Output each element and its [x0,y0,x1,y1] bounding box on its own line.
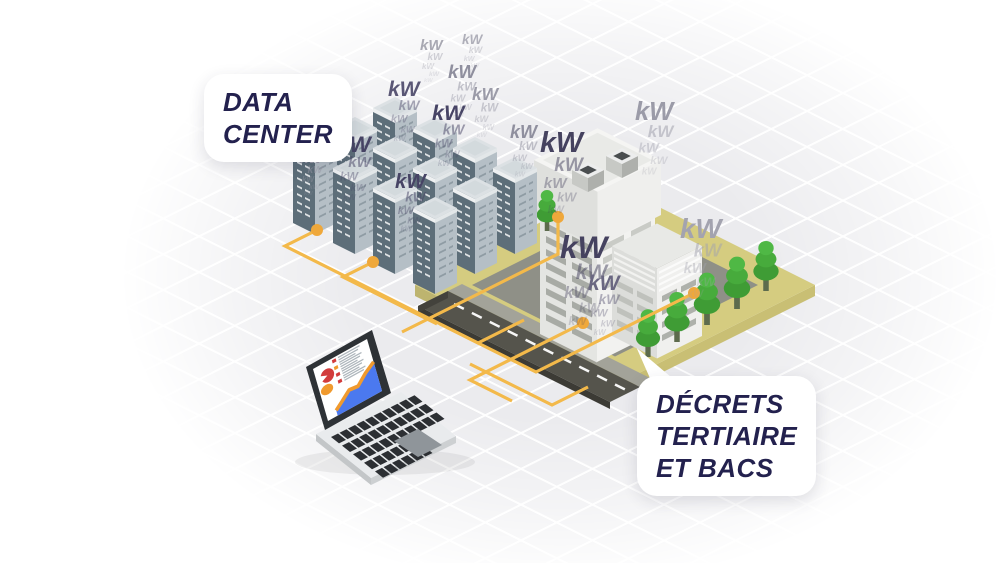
road-center-line [453,302,627,392]
laptop-key [342,442,357,452]
laptop-key [392,459,407,470]
kw-cascade [472,84,500,140]
connector-line [401,217,560,334]
laptop-key [353,450,368,461]
connector-line [466,321,584,403]
laptop-key [376,425,391,435]
laptop-key [372,455,388,465]
kw-cascade [420,37,445,84]
laptop-key [364,459,379,470]
laptop-key [384,420,400,431]
connector-line [339,260,438,326]
laptop-key [393,416,408,427]
connector-line [469,362,589,407]
data-center-label-line: CENTER [223,119,333,149]
decrets-label-line: TERTIAIRE [656,421,798,451]
laptop-key [421,416,436,427]
laptop-key [370,442,385,453]
laptop-key [339,429,355,440]
laptop-key [410,408,425,418]
laptop-key [356,420,372,431]
laptop-trackpad [394,429,442,457]
connector-line [439,291,695,374]
laptop-key [361,446,377,457]
server-rack [453,177,497,274]
area-chart [336,361,383,416]
laptop-key [401,412,417,423]
data-center-label-line: DATA [223,87,294,117]
laptop-key [381,450,396,461]
decrets-label-line: ET BACS [656,453,774,483]
annex-roof [612,223,702,269]
server-rack [413,197,457,294]
laptop [295,330,475,485]
laptop-key [390,403,406,414]
laptop-key [367,429,383,440]
laptop-key [389,446,405,457]
data-center-label-bubble: DATA CENTER [204,74,352,162]
laptop-key [412,420,428,431]
laptop-screen-content [313,338,383,421]
laptop-key [399,399,414,410]
laptop-key [375,467,390,478]
connector-node [311,224,323,236]
laptop-key [429,412,445,423]
laptop-key [348,425,363,435]
laptop-key [383,463,399,474]
laptop-key [418,403,434,414]
laptop-key [331,433,346,444]
laptop-key [359,433,374,444]
laptop-key [373,412,389,423]
connector-node [367,256,379,268]
laptop-key [382,408,397,418]
kw-cascade [462,32,484,75]
decrets-label-bubble: DÉCRETS TERTIAIRE ET BACS [637,376,817,496]
asphalt [418,291,640,402]
laptop-key [365,416,380,427]
laptop-key [400,455,416,466]
laptop-key [378,437,394,448]
decrets-label-line: DÉCRETS [656,389,784,419]
laptop-key [407,395,423,406]
laptop-key [350,437,366,448]
